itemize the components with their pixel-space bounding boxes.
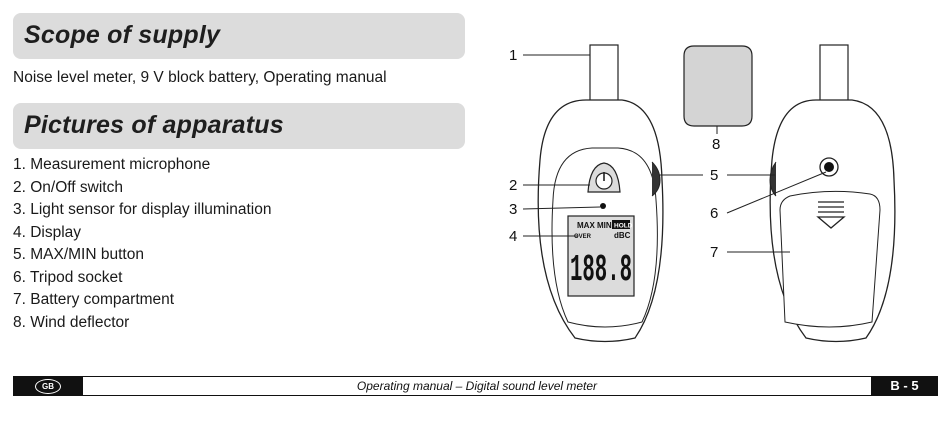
footer-title: Operating manual – Digital sound level m… [356,379,598,393]
lcd-maxmin: MAX MIN [577,221,612,230]
lcd-over: OVER [574,234,592,240]
parts-list: 1. Measurement microphone 2. On/Off swit… [13,156,271,336]
list-item: 1. Measurement microphone [13,156,211,173]
callout-2: 2 [509,177,517,194]
page-number: B - 5 [871,376,938,396]
list-item: 7. Battery compartment [13,291,175,308]
callout-1: 1 [509,47,517,64]
list-item: 5. MAX/MIN button [13,246,144,263]
back-device [769,44,896,343]
callout-4: 4 [509,228,517,245]
scope-of-supply-title: Scope of supply [24,21,221,49]
list-item: 6. Tripod socket [13,268,123,286]
callout-8: 8 [712,136,720,153]
list-item: 4. Display [13,223,82,241]
callout-7: 7 [710,244,718,261]
list-item: 8. Wind deflector [13,313,130,331]
pictures-header: Pictures of apparatus [13,103,465,149]
callout-5: 5 [710,167,718,184]
callout-6: 6 [710,205,718,222]
footer-left-block: GB [13,376,83,396]
list-item: 3. Light sensor for display illumination [13,201,272,218]
lcd-unit: dBC [614,231,631,240]
pictures-title: Pictures of apparatus [24,111,284,139]
front-device: MAX MIN HOLD OVER dBC 188.8 [537,44,664,343]
callout-lines [522,54,827,253]
wind-deflector [683,45,753,127]
lcd-hold: HOLD [614,223,633,230]
page-footer: GB Operating manual – Digital sound leve… [13,376,938,396]
lcd-digits: 188.8 [570,249,632,292]
supply-text: Noise level meter, 9 V block battery, Op… [13,69,387,86]
callout-3: 3 [509,201,517,218]
language-badge: GB [35,379,61,394]
list-item: 2. On/Off switch [13,178,123,196]
scope-of-supply-header: Scope of supply [13,13,465,59]
apparatus-illustration: MAX MIN HOLD OVER dBC 188.8 1 2 3 [509,44,896,343]
footer-center: Operating manual – Digital sound level m… [83,376,871,396]
